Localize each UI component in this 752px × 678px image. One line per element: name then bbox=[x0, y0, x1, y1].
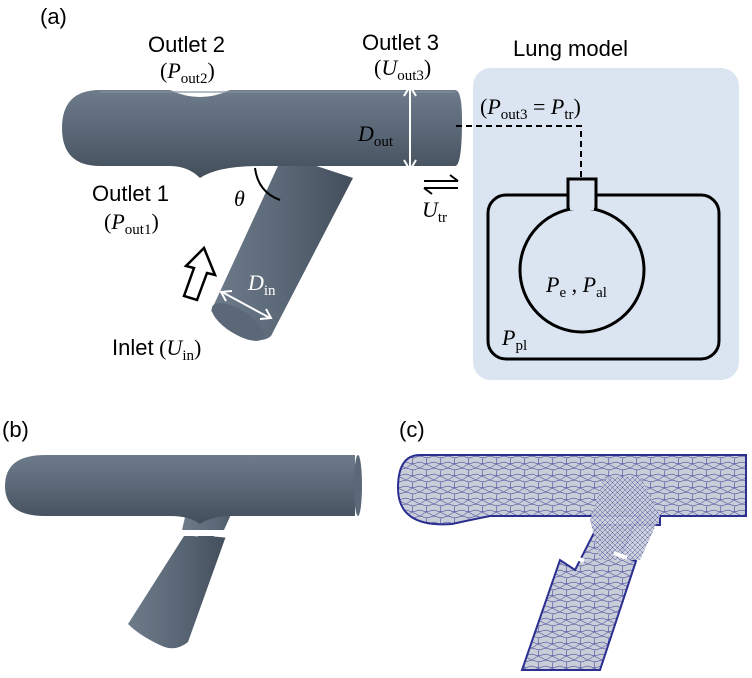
panel-b-label: (b) bbox=[2, 417, 29, 442]
lung-model-title: Lung model bbox=[513, 36, 628, 61]
dashed-connector bbox=[456, 125, 582, 178]
outlet1-label: Outlet 1 bbox=[92, 181, 169, 206]
inlet-label: Inlet (Uin) bbox=[112, 335, 201, 364]
d-in-label: Din bbox=[247, 270, 276, 299]
d-in-arrow-b bbox=[259, 308, 273, 320]
pressure-relation: (Pout3 = Ptr) bbox=[480, 94, 581, 123]
pe-pal-label: Pe , Pal bbox=[545, 272, 607, 301]
pleural-box bbox=[486, 193, 721, 361]
alveolar-sphere bbox=[518, 206, 646, 334]
d-out-arrow-top bbox=[403, 84, 417, 97]
u-tr-label: Utr bbox=[422, 197, 447, 226]
panel-a-label: (a) bbox=[40, 4, 67, 29]
panel-c-label: (c) bbox=[399, 417, 425, 442]
outlet3-label: Outlet 3 bbox=[362, 30, 439, 55]
outlet2-label: Outlet 2 bbox=[148, 32, 225, 57]
outlet1-pressure: (Pout1) bbox=[104, 209, 159, 238]
d-in-arrow-a bbox=[219, 290, 233, 302]
theta-arc bbox=[254, 167, 281, 201]
outlet3-velocity: (Uout3) bbox=[374, 55, 431, 84]
mesh-geometry-c bbox=[396, 454, 747, 671]
u-tr-arrow-left bbox=[423, 187, 458, 195]
ppl-label: Ppl bbox=[501, 325, 527, 354]
pipe-geometry-a bbox=[62, 90, 462, 341]
inlet-arrow-shape bbox=[182, 245, 218, 302]
outlet2-pressure: (Pout2) bbox=[160, 58, 215, 87]
theta-label: θ bbox=[234, 186, 245, 211]
d-in-dimension bbox=[221, 291, 271, 319]
d-out-label: Dout bbox=[357, 121, 394, 150]
d-out-arrow-bottom bbox=[403, 159, 417, 172]
pipe-geometry-b bbox=[5, 455, 362, 649]
u-tr-arrow-right bbox=[424, 174, 459, 182]
